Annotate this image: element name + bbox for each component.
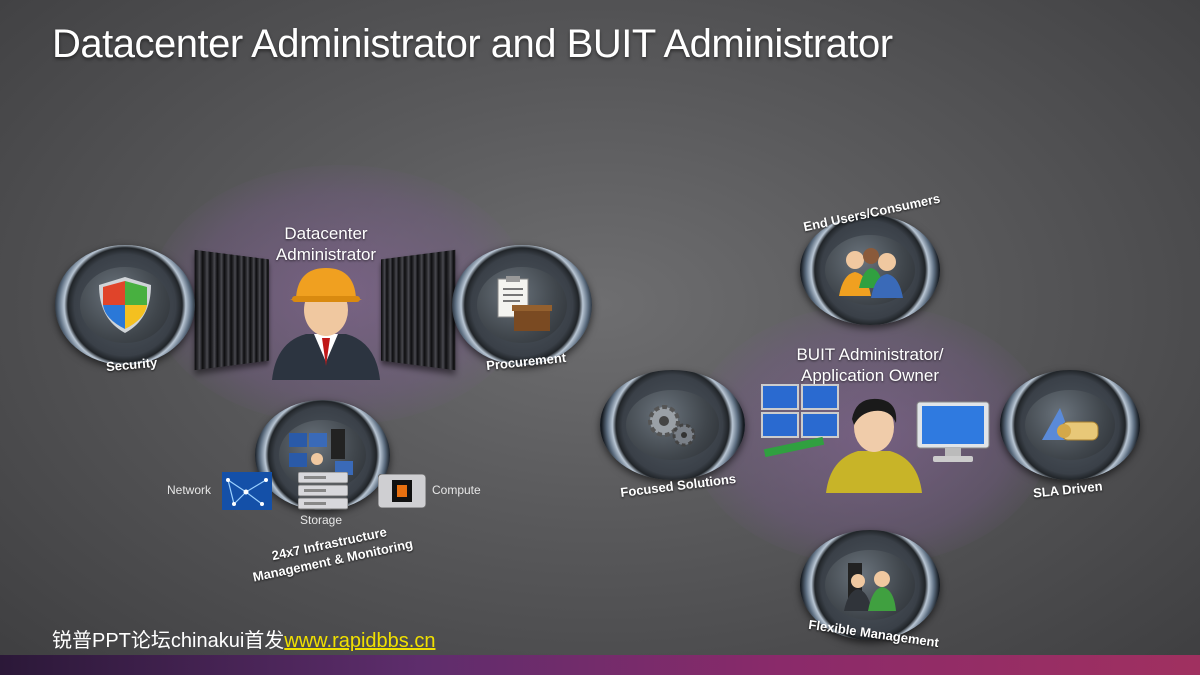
buit-admin-icon xyxy=(826,398,922,493)
network-label: Network xyxy=(167,483,212,497)
server-rack-left xyxy=(194,249,269,371)
security-label: Security xyxy=(105,354,158,375)
datacenter-heading: Datacenter Administrator xyxy=(275,224,377,264)
compute-label: Compute xyxy=(432,483,481,497)
sla-driven-ring xyxy=(1000,370,1140,480)
desktop-monitor-icon xyxy=(916,401,990,462)
sla-driven-label: SLA Driven xyxy=(1032,478,1104,501)
users-group-icon xyxy=(838,247,903,298)
storage-icon xyxy=(298,472,348,510)
clipboard-desk-icon xyxy=(497,275,552,331)
buit-heading: BUIT Administrator/ Application Owner xyxy=(796,345,944,385)
storage-label: Storage xyxy=(300,513,343,527)
compute-icon xyxy=(378,474,426,508)
shield-icon xyxy=(98,276,151,333)
procurement-ring xyxy=(452,245,592,365)
flexible-management-ring xyxy=(800,530,940,640)
contract-scroll-icon xyxy=(1041,407,1099,441)
focused-solutions-ring xyxy=(600,370,745,480)
footer-text: 锐普PPT论坛chinakui首发www.rapidbbs.cn xyxy=(52,624,435,653)
footer-prefix: 锐普PPT论坛chinakui首发 xyxy=(52,630,285,652)
gears-icon xyxy=(648,404,696,447)
security-ring xyxy=(55,245,195,365)
network-icon xyxy=(222,472,272,510)
end-users-ring xyxy=(800,215,940,325)
datacenter-admin-icon xyxy=(272,268,380,380)
bottom-accent-bar xyxy=(0,655,1200,675)
infrastructure-label: 24x7 Infrastructure Management & Monitor… xyxy=(251,524,415,585)
server-rack-right xyxy=(381,249,456,371)
monitor-wall-icon xyxy=(761,384,839,458)
monitoring-room-icon xyxy=(289,428,354,479)
page-title: Datacenter Administrator and BUIT Admini… xyxy=(52,22,893,66)
footer-link[interactable]: www.rapidbbs.cn xyxy=(284,630,436,652)
people-server-icon xyxy=(843,562,896,611)
